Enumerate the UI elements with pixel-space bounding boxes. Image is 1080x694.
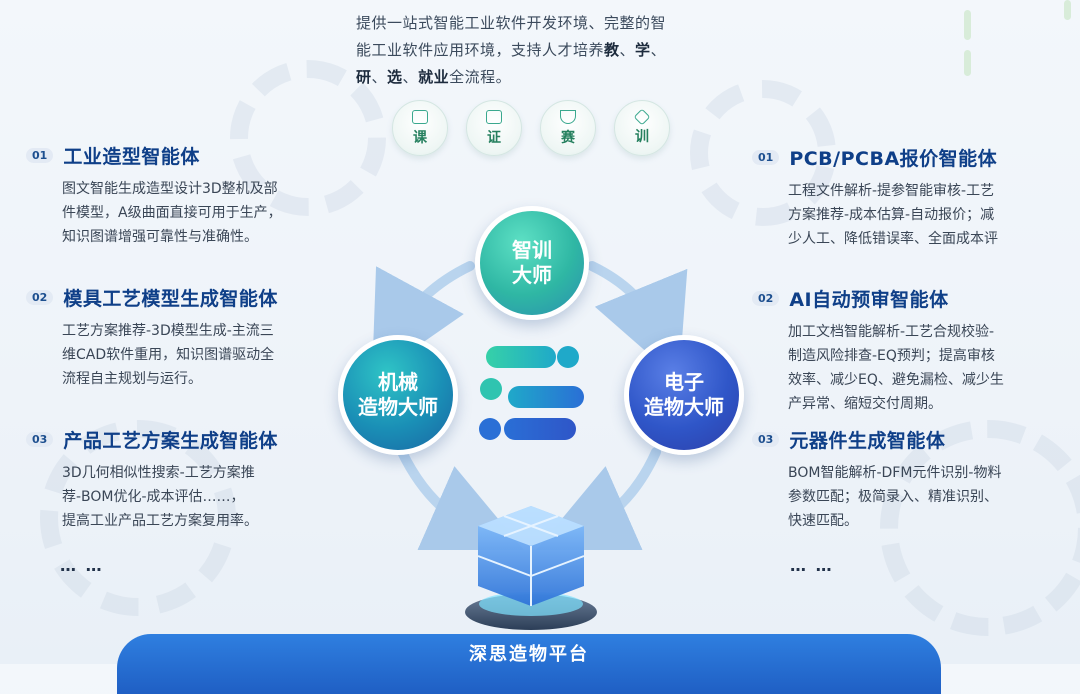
item-number: 03 bbox=[26, 432, 54, 447]
intro-line-3-text: 全流程。 bbox=[449, 68, 512, 86]
cube-icon bbox=[633, 108, 651, 125]
master-circle-training: 智训大师 bbox=[475, 206, 589, 320]
desc-line: 荐-BOM优化-成本评估……， bbox=[62, 489, 245, 505]
agent-title: 工业造型智能体 bbox=[63, 146, 200, 168]
intro-text: 提供一站式智能工业软件开发环境、完整的智 能工业软件应用环境，支持人才培养教、学… bbox=[356, 10, 716, 91]
badge-label: 训 bbox=[635, 128, 649, 145]
arrow-left-to-cube bbox=[397, 447, 526, 550]
intro-keyword: 教 bbox=[604, 41, 620, 59]
arrow-top-to-left bbox=[372, 261, 475, 378]
circle-label: 智训 bbox=[512, 238, 552, 262]
circle-label: 造物大师 bbox=[644, 395, 724, 419]
desc-line: 制造风险排查-EQ预判；提高审核 bbox=[788, 348, 995, 364]
item-number: 01 bbox=[26, 148, 54, 163]
intro-keyword: 研 bbox=[356, 68, 372, 86]
badge-row: 课 证 赛 训 bbox=[392, 100, 670, 156]
desc-line: 产异常、缩短交付周期。 bbox=[788, 396, 942, 412]
desc-line: 件模型，A级曲面直接可用于生产， bbox=[62, 205, 282, 221]
arrow-top-to-right bbox=[587, 261, 688, 381]
desc-line: 知识图谱增强可靠性与准确性。 bbox=[62, 229, 258, 245]
platform-banner: 深思造物平台 bbox=[117, 634, 941, 694]
desc-line: 加工文档智能解析-工艺合规校验- bbox=[788, 324, 995, 340]
left-agent-2: 02 模具工艺模型生成智能体 工艺方案推荐-3D模型生成-主流三 维CAD软件重用… bbox=[26, 284, 326, 391]
badge-competition: 赛 bbox=[540, 100, 596, 156]
badge-certificate: 证 bbox=[466, 100, 522, 156]
desc-line: 快速匹配。 bbox=[788, 513, 858, 529]
agent-title: PCB/PCBA报价智能体 bbox=[789, 148, 998, 170]
right-agent-2: 02 AI自动预审智能体 加工文档智能解析-工艺合规校验- 制造风险排查-EQ预判… bbox=[752, 285, 1052, 416]
cycle-arrows bbox=[372, 261, 688, 550]
intro-line-1: 提供一站式智能工业软件开发环境、完整的智 bbox=[356, 14, 667, 32]
master-circle-electronic: 电子造物大师 bbox=[624, 335, 744, 455]
intro-line-3: 研、选、就业全流程。 bbox=[356, 64, 716, 91]
desc-line: BOM智能解析-DFM元件识别-物料 bbox=[788, 465, 1002, 481]
arrow-right-to-cube bbox=[534, 447, 661, 550]
intro-keyword: 学 bbox=[635, 41, 651, 59]
agent-title: 产品工艺方案生成智能体 bbox=[63, 430, 278, 452]
desc-line: 图文智能生成造型设计3D整机及部 bbox=[62, 181, 278, 197]
right-agent-3: 03 元器件生成智能体 BOM智能解析-DFM元件识别-物料 参数匹配；极简录入、… bbox=[752, 426, 1052, 533]
intro-sep: 、 bbox=[371, 68, 388, 86]
desc-line: 方案推荐-成本估算-自动报价；减 bbox=[788, 207, 995, 223]
trophy-icon bbox=[560, 109, 576, 124]
circle-label: 机械 bbox=[378, 370, 418, 394]
decorative-bar bbox=[964, 10, 971, 40]
intro-keyword: 就业 bbox=[418, 68, 450, 86]
badge-label: 证 bbox=[487, 129, 501, 146]
item-number: 01 bbox=[752, 150, 780, 165]
item-number: 02 bbox=[752, 291, 780, 306]
desc-line: 提高工业产品工艺方案复用率。 bbox=[62, 513, 258, 529]
decorative-bar bbox=[964, 50, 971, 76]
agent-description: 图文智能生成造型设计3D整机及部 件模型，A级曲面直接可用于生产， 知识图谱增强… bbox=[26, 177, 326, 249]
badge-label: 课 bbox=[413, 129, 427, 146]
agent-description: BOM智能解析-DFM元件识别-物料 参数匹配；极简录入、精准识别、 快速匹配。 bbox=[752, 461, 1052, 533]
agent-title: 元器件生成智能体 bbox=[789, 430, 946, 452]
circle-label: 造物大师 bbox=[358, 395, 438, 419]
platform-title: 深思造物平台 bbox=[469, 644, 589, 665]
desc-line: 工程文件解析-提参智能审核-工艺 bbox=[788, 183, 995, 199]
agent-title: AI自动预审智能体 bbox=[789, 289, 949, 311]
desc-line: 工艺方案推荐-3D模型生成-主流三 bbox=[62, 323, 274, 339]
circle-label: 电子 bbox=[664, 370, 704, 394]
agent-description: 工程文件解析-提参智能审核-工艺 方案推荐-成本估算-自动报价；减 少人工、降低… bbox=[752, 179, 1052, 251]
more-ellipsis-left: … … bbox=[60, 556, 104, 575]
book-icon bbox=[412, 109, 428, 124]
right-agent-1: 01 PCB/PCBA报价智能体 工程文件解析-提参智能审核-工艺 方案推荐-成本… bbox=[752, 144, 1052, 251]
agent-title: 模具工艺模型生成智能体 bbox=[63, 288, 278, 310]
platform-cube-icon bbox=[465, 506, 597, 630]
item-number: 03 bbox=[752, 432, 780, 447]
intro-keyword: 选 bbox=[387, 68, 403, 86]
agent-description: 加工文档智能解析-工艺合规校验- 制造风险排查-EQ预判；提高审核 效率、减少E… bbox=[752, 320, 1052, 416]
intro-line-2: 能工业软件应用环境，支持人才培养教、学、 bbox=[356, 37, 716, 64]
desc-line: 少人工、降低错误率、全面成本评 bbox=[788, 231, 998, 247]
center-logo-icon bbox=[479, 346, 584, 440]
item-number: 02 bbox=[26, 290, 54, 305]
certificate-icon bbox=[486, 109, 502, 124]
badge-label: 赛 bbox=[561, 129, 575, 146]
desc-line: 参数匹配；极简录入、精准识别、 bbox=[788, 489, 998, 505]
desc-line: 维CAD软件重用，知识图谱驱动全 bbox=[62, 347, 275, 363]
circle-label: 大师 bbox=[512, 263, 552, 287]
intro-sep: 、 bbox=[619, 41, 636, 59]
intro-line-2-text: 能工业软件应用环境，支持人才培养 bbox=[356, 41, 605, 59]
decorative-bar bbox=[1064, 0, 1071, 20]
master-circle-mechanical: 机械造物大师 bbox=[338, 335, 458, 455]
badge-course: 课 bbox=[392, 100, 448, 156]
badge-training: 训 bbox=[614, 100, 670, 156]
desc-line: 3D几何相似性搜索-工艺方案推 bbox=[62, 465, 255, 481]
desc-line: 流程自主规划与运行。 bbox=[62, 371, 202, 387]
agent-description: 工艺方案推荐-3D模型生成-主流三 维CAD软件重用，知识图谱驱动全 流程自主规… bbox=[26, 319, 326, 391]
intro-sep: 、 bbox=[650, 41, 667, 59]
left-agent-3: 03 产品工艺方案生成智能体 3D几何相似性搜索-工艺方案推 荐-BOM优化-成本… bbox=[26, 426, 326, 533]
more-ellipsis-right: … … bbox=[790, 556, 834, 575]
left-agent-1: 01 工业造型智能体 图文智能生成造型设计3D整机及部 件模型，A级曲面直接可用于… bbox=[26, 142, 326, 249]
intro-sep: 、 bbox=[402, 68, 419, 86]
desc-line: 效率、减少EQ、避免漏检、减少生 bbox=[788, 372, 1004, 388]
agent-description: 3D几何相似性搜索-工艺方案推 荐-BOM优化-成本评估……， 提高工业产品工艺… bbox=[26, 461, 326, 533]
